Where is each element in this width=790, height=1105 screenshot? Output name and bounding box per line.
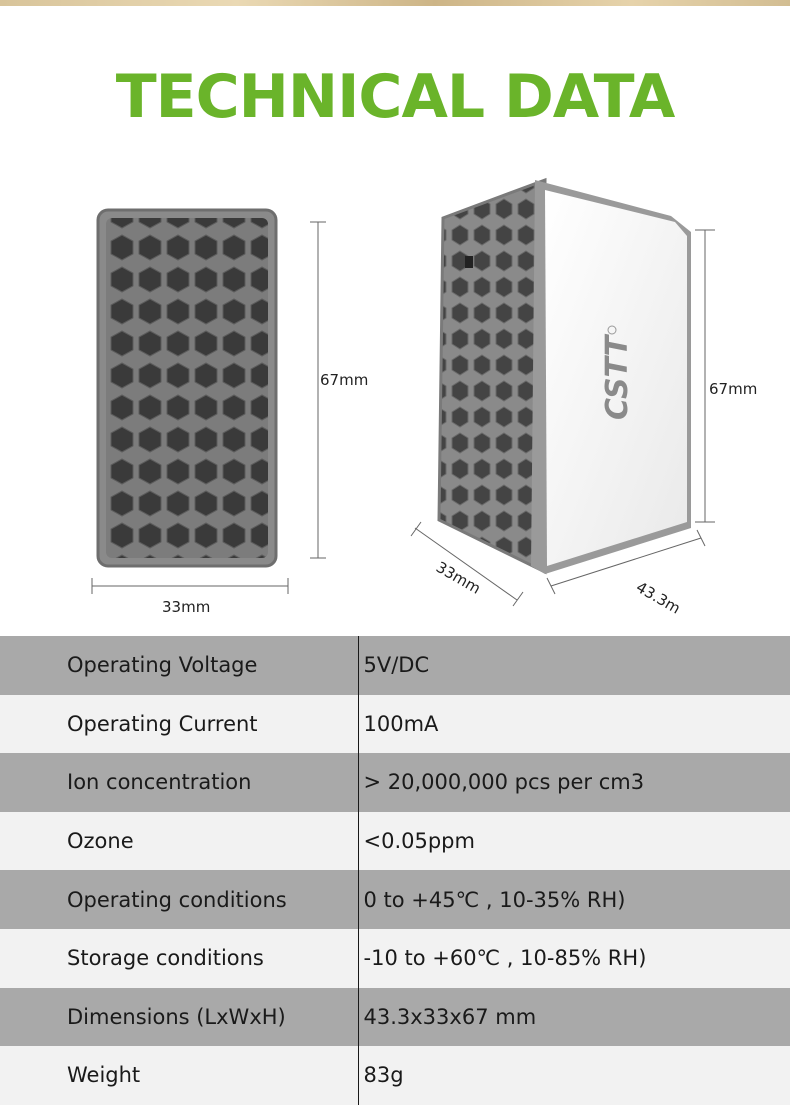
spec-label: Dimensions (LxWxH) <box>0 987 358 1047</box>
spec-label: Storage conditions <box>0 928 358 988</box>
table-row: Ion concentration > 20,000,000 pcs per c… <box>0 753 790 812</box>
spec-label: Ion concentration <box>0 753 358 812</box>
spec-label: Weight <box>0 1046 358 1105</box>
spec-value: 5V/DC <box>357 636 790 695</box>
spec-label: Operating conditions <box>0 870 358 929</box>
table-row: Operating Current 100mA <box>0 694 790 754</box>
table-row: Dimensions (LxWxH) 43.3x33x67 mm <box>0 987 790 1047</box>
front-view-illustration <box>91 208 326 594</box>
spec-label: Operating Current <box>0 694 358 754</box>
spec-label: Operating Voltage <box>0 636 358 695</box>
spec-label: Ozone <box>0 811 358 871</box>
spec-value: > 20,000,000 pcs per cm3 <box>357 753 790 812</box>
spec-value: <0.05ppm <box>357 811 790 871</box>
page-title: TECHNICAL DATA <box>115 62 676 132</box>
table-row: Operating conditions 0 to +45℃ , 10-35% … <box>0 870 790 929</box>
side-height-label: 67mm <box>709 380 758 398</box>
spec-value: -10 to +60℃ , 10-85% RH) <box>357 928 790 988</box>
table-row: Ozone <0.05ppm <box>0 811 790 871</box>
front-width-label: 33mm <box>162 598 211 616</box>
spec-value: 100mA <box>357 694 790 754</box>
brand-logo: CSTT <box>600 333 635 420</box>
table-row: Weight 83g <box>0 1046 790 1105</box>
table-row: Operating Voltage 5V/DC <box>0 636 790 695</box>
perspective-view-illustration: CSTT <box>410 177 715 607</box>
top-wood-strip <box>0 0 790 6</box>
spec-value: 83g <box>357 1046 790 1105</box>
front-height-label: 67mm <box>320 371 369 389</box>
spec-value: 43.3x33x67 mm <box>357 987 790 1047</box>
spec-table: Operating Voltage 5V/DC Operating Curren… <box>0 636 790 1105</box>
table-row: Storage conditions -10 to +60℃ , 10-85% … <box>0 928 790 988</box>
spec-value: 0 to +45℃ , 10-35% RH) <box>357 870 790 929</box>
